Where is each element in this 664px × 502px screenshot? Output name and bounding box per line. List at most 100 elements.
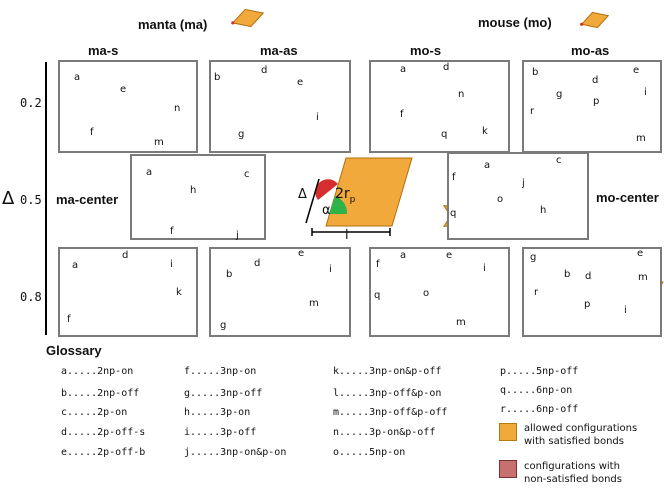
configuration-letter: d: [585, 271, 592, 282]
column-title-ma-s: ma-s: [88, 43, 119, 58]
schematic-patch: [315, 179, 338, 200]
configuration-letter: h: [190, 185, 197, 196]
configuration-letter: p: [593, 96, 600, 107]
configuration-letter: d: [592, 75, 599, 86]
configuration-letter: b: [532, 67, 539, 78]
schematic-alpha-wedge: [329, 196, 348, 214]
configuration-letter: c: [244, 169, 250, 180]
configuration-letter: j: [236, 230, 239, 241]
configuration-letter: h: [540, 205, 547, 216]
glossary-entry: r.....6np-off: [500, 404, 579, 415]
configuration-letter: e: [637, 248, 644, 259]
configuration-letter: m: [456, 317, 466, 328]
configuration-letter: q: [441, 129, 448, 140]
schematic-two-rp-label: 2rp: [335, 186, 356, 205]
panel-mo-s-0-8: [369, 247, 510, 337]
ma-center-label: ma-center: [56, 192, 119, 207]
row-label-0-5: 0.5: [20, 193, 42, 207]
column-title-mo-s: mo-s: [410, 43, 442, 58]
configuration-letter: q: [374, 290, 381, 301]
configuration-letter: p: [584, 299, 591, 310]
configuration-letter: i: [483, 263, 486, 274]
glossary-entry: j.....3np-on&p-on: [184, 447, 287, 458]
configuration-letter: e: [633, 65, 640, 76]
configuration-letter: e: [120, 84, 127, 95]
column-title-ma-as: ma-as: [260, 43, 298, 58]
configuration-letter: a: [400, 250, 407, 261]
configuration-letter: i: [316, 112, 319, 123]
configuration-letter: i: [624, 305, 627, 316]
configuration-letter: d: [254, 258, 261, 269]
mo-center-label: mo-center: [596, 190, 659, 205]
mouse-header: mouse (mo): [478, 15, 552, 30]
configuration-letter: i: [644, 87, 647, 98]
glossary-entry: l.....3np-off&p-on: [333, 388, 442, 399]
configuration-letter: a: [484, 160, 491, 171]
configuration-letter: g: [238, 129, 245, 140]
configuration-letter: f: [376, 259, 380, 270]
panel-ma-center: [130, 154, 266, 240]
schematic-l-label: l: [345, 228, 349, 243]
configuration-letter: q: [450, 208, 457, 219]
glossary-entry: i.....3p-off: [184, 427, 257, 438]
configuration-letter: o: [497, 194, 504, 205]
configuration-letter: f: [170, 226, 174, 237]
configuration-letter: b: [226, 269, 233, 280]
configuration-letter: r: [534, 287, 539, 298]
configuration-letter: a: [146, 167, 153, 178]
configuration-letter: c: [556, 155, 562, 166]
mouse-particle-icon: [580, 11, 610, 29]
configuration-letter: f: [67, 314, 71, 325]
configuration-letter: d: [122, 250, 129, 261]
legend-nonsatisfied-line-2: non-satisfied bonds: [524, 474, 622, 485]
glossary-entry: h.....3p-on: [184, 407, 251, 418]
glossary-entry: m.....3np-off&p-off: [333, 407, 448, 418]
glossary-entry: g.....3np-off: [184, 388, 263, 399]
configuration-letter: g: [530, 252, 537, 263]
legend-nonsatisfied-swatch: [499, 460, 517, 478]
configuration-letter: b: [214, 72, 221, 83]
panel-ma-s-0-8: [58, 247, 198, 337]
configuration-letter: e: [297, 77, 304, 88]
configuration-letter: d: [443, 62, 450, 73]
glossary-entry: c.....2p-on: [61, 407, 128, 418]
legend-allowed-line-2: with satisfied bonds: [524, 436, 624, 447]
patch-dot: [231, 21, 235, 25]
glossary-entry: p.....5np-off: [500, 366, 579, 377]
configuration-letter: n: [174, 103, 181, 114]
configuration-letter: g: [220, 320, 227, 331]
legend-allowed-swatch: [499, 423, 517, 441]
configuration-letter: o: [423, 288, 430, 299]
glossary-entry: k.....3np-on&p-off: [333, 366, 442, 377]
configuration-letter: i: [329, 264, 332, 275]
glossary-entry: q.....6np-on: [500, 385, 573, 396]
configuration-letter: f: [400, 109, 404, 120]
panel-mo-as-0-8: [522, 247, 662, 337]
configuration-letter: m: [638, 272, 648, 283]
glossary-entry: f.....3np-on: [184, 366, 257, 377]
configuration-letter: m: [636, 133, 646, 144]
configuration-letter: e: [446, 250, 453, 261]
configuration-letter: f: [90, 127, 94, 138]
configuration-letter: m: [154, 137, 164, 148]
configuration-letter: a: [72, 260, 79, 271]
glossary-entry: e.....2p-off-b: [61, 447, 146, 458]
configuration-letter: r: [530, 106, 535, 117]
configuration-letter: j: [522, 178, 525, 189]
panel-ma-as-0-2: [209, 60, 351, 153]
configuration-letter: k: [482, 126, 488, 137]
configuration-letter: n: [458, 89, 465, 100]
column-title-mo-as: mo-as: [571, 43, 610, 58]
panel-mo-as-0-2: [522, 60, 662, 153]
glossary-title: Glossary: [46, 343, 102, 358]
configuration-letter: e: [298, 248, 305, 259]
panel-ma-as-0-8: [209, 247, 351, 337]
configuration-letter: a: [74, 72, 81, 83]
row-label-0-2: 0.2: [20, 96, 42, 110]
patch-dot: [580, 22, 584, 26]
panel-mo-s-0-2: [369, 60, 510, 153]
schematic-particle: [325, 157, 413, 227]
panel-ma-s-0-2: [58, 60, 198, 153]
configuration-letter: i: [170, 259, 173, 270]
